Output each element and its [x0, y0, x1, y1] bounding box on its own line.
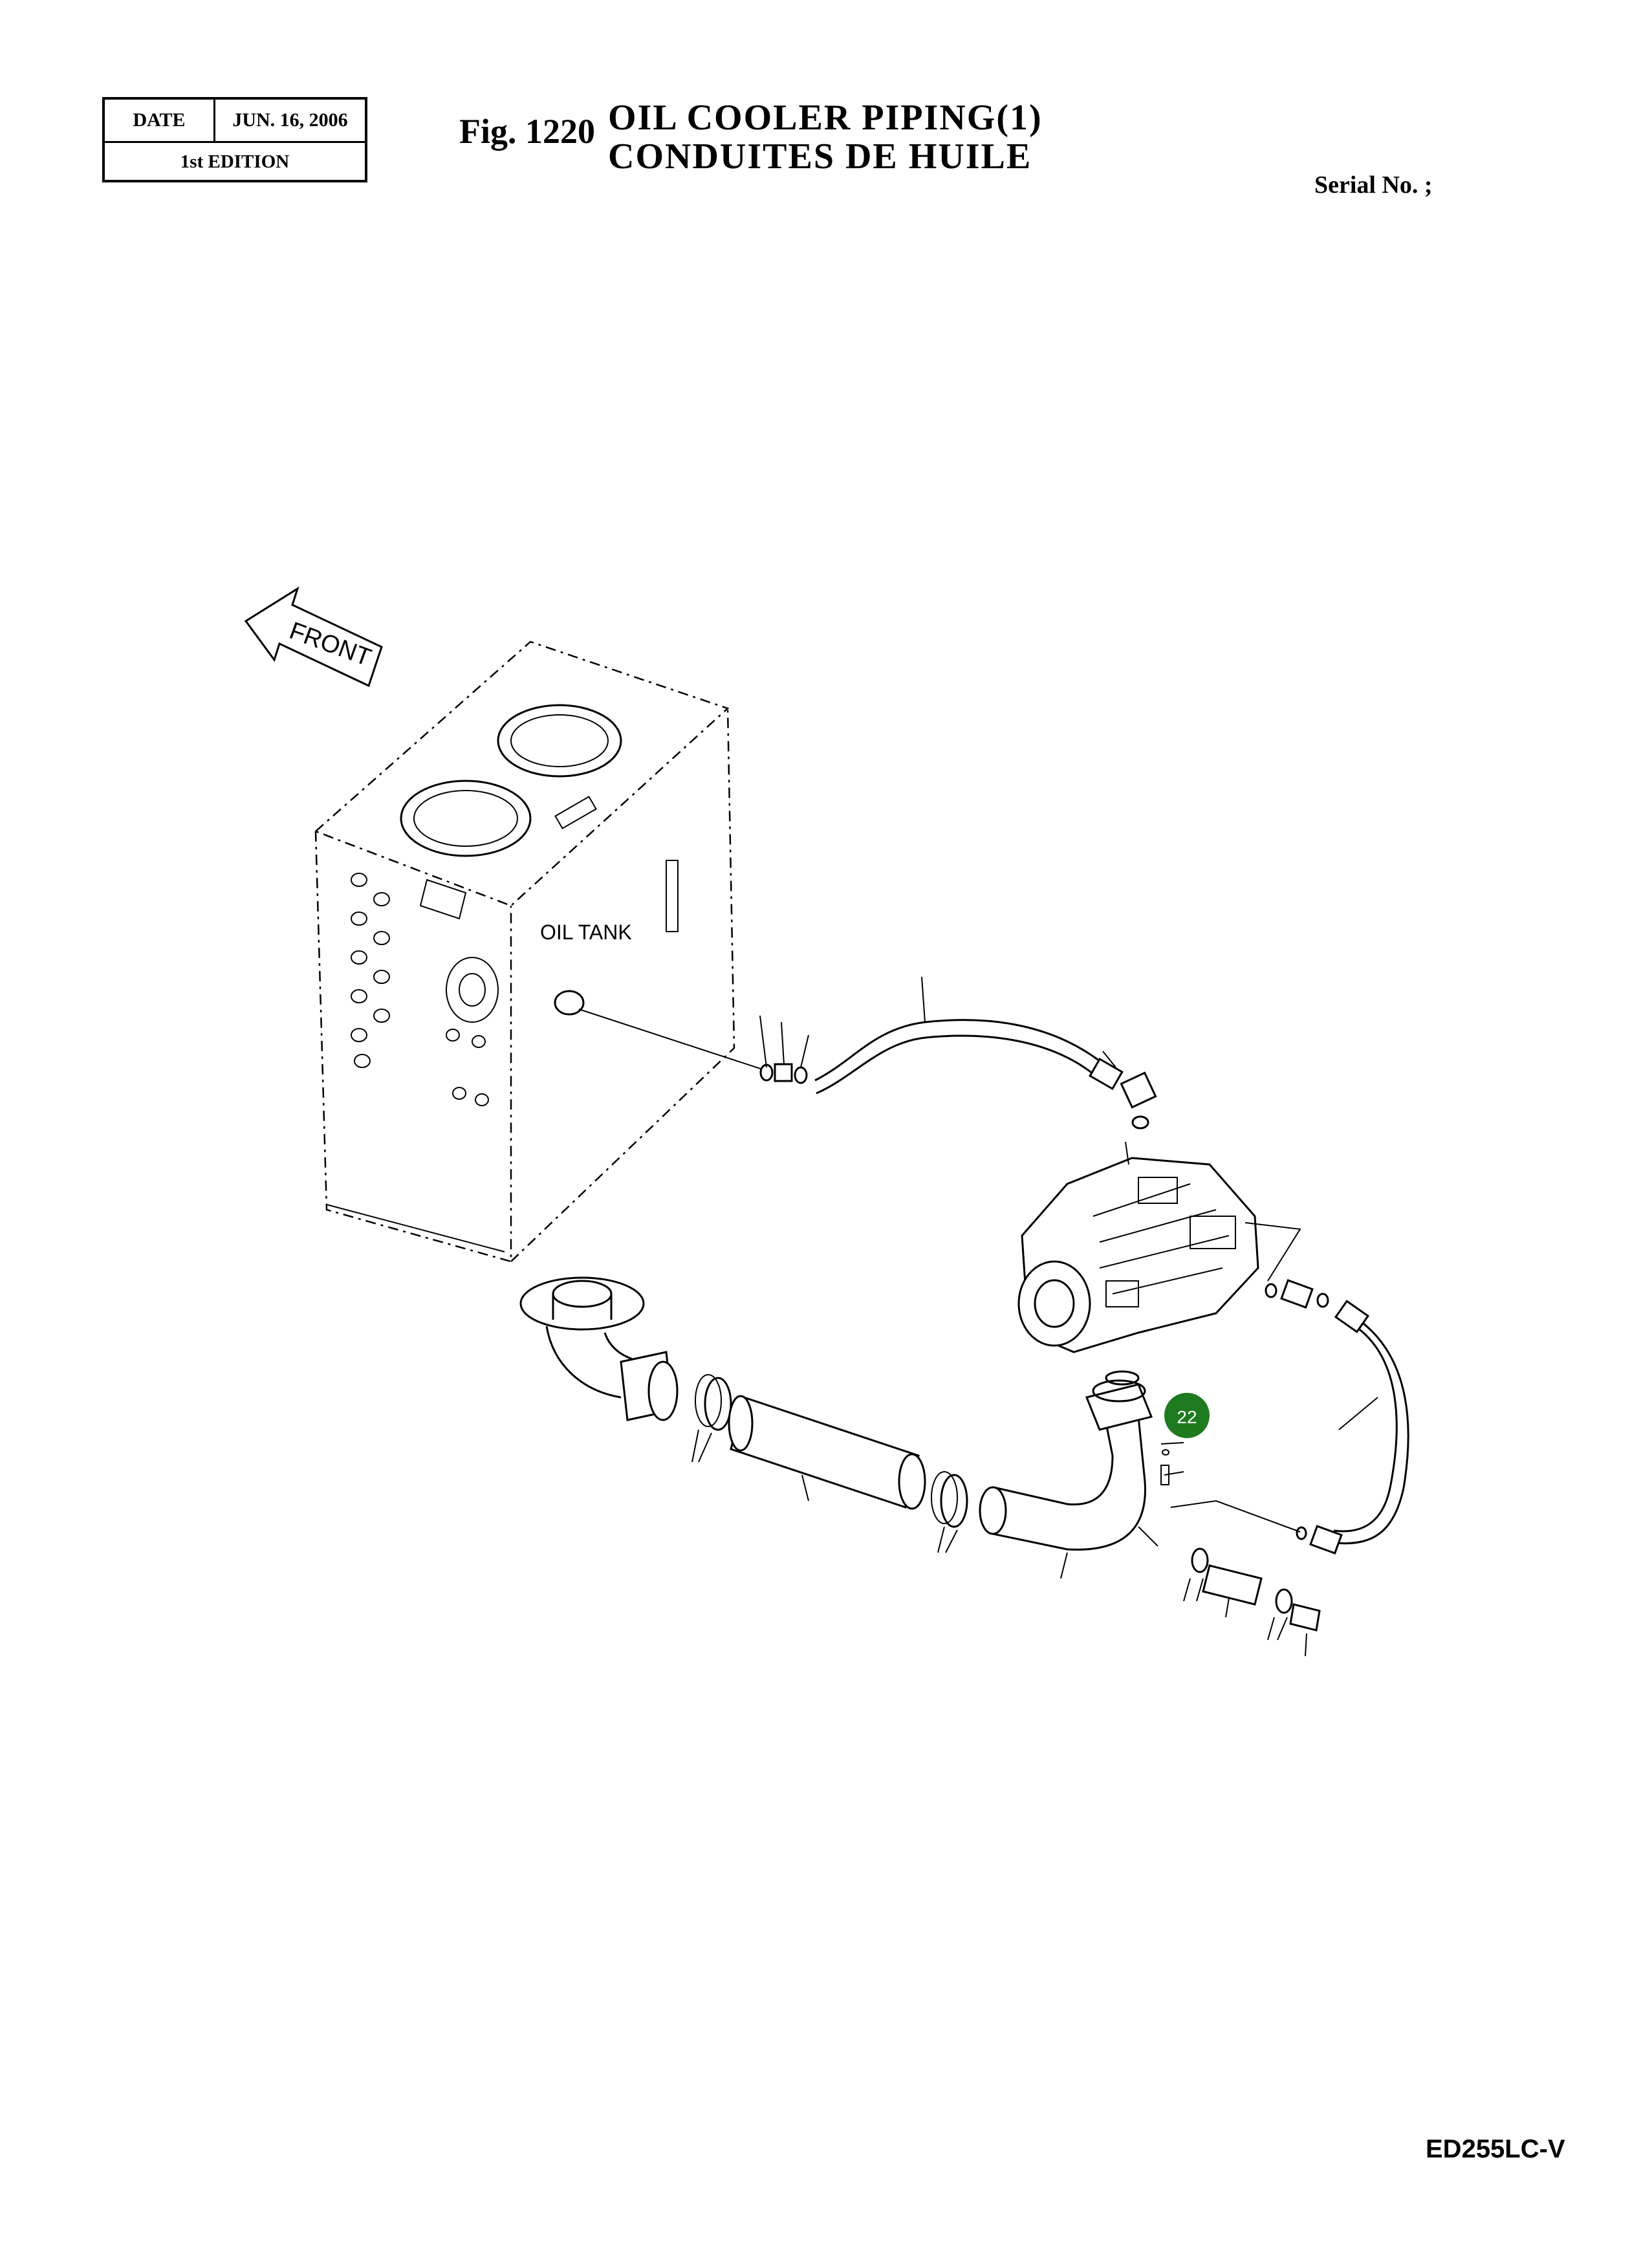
date-label: DATE [105, 100, 215, 141]
suction-pipe [519, 1276, 1321, 1657]
side-hose [1170, 1279, 1409, 1555]
edition-label: 1st EDITION [180, 151, 290, 172]
hydraulic-pump [1017, 1141, 1301, 1353]
front-arrow: FRONT [244, 586, 383, 688]
callout-22-label: 22 [1177, 1407, 1197, 1427]
title-french: CONDUITES DE HUILE [608, 137, 1032, 177]
serial-number-label: Serial No. ; [1314, 171, 1433, 199]
callout-22: 22 [1164, 1393, 1210, 1438]
oil-tank: OIL TANK [314, 640, 735, 1263]
title-english: OIL COOLER PIPING(1) [608, 98, 1043, 138]
model-number: ED255LC-V [1426, 2135, 1565, 2163]
date-box: DATE JUN. 16, 2006 1st EDITION [102, 97, 367, 182]
oil-tank-label: OIL TANK [540, 921, 632, 944]
front-arrow-label: FRONT [286, 617, 375, 672]
date-value: JUN. 16, 2006 [232, 109, 348, 131]
figure-number: Fig. 1220 [459, 112, 595, 151]
upper-hose [578, 976, 1157, 1130]
date-row: DATE JUN. 16, 2006 [105, 100, 365, 143]
